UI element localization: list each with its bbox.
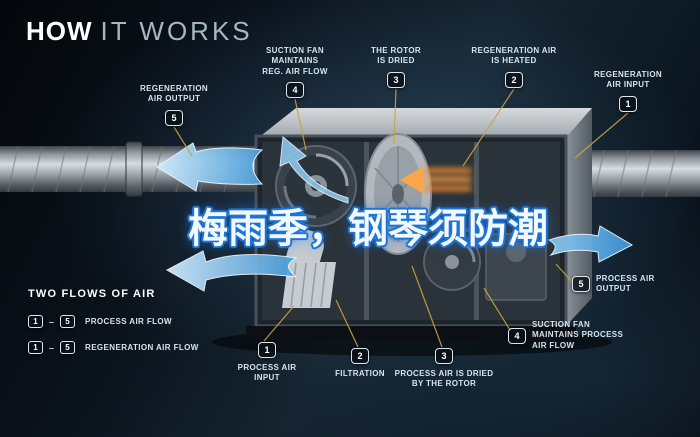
badge-number: 4 — [292, 85, 298, 96]
legend-badge-from: 1 — [28, 315, 43, 328]
callout-badge: 4 — [286, 82, 304, 99]
legend-dash: – — [49, 316, 55, 327]
legend-row-regeneration-air-flow: 1 – 5 REGENERATION AIR FLOW — [28, 341, 199, 354]
filter-panel — [282, 262, 336, 308]
callout-suction-fan-reg: SUCTION FAN MAINTAINS REG. AIR FLOW 4 — [240, 46, 350, 99]
callout-badge: 4 — [508, 327, 526, 344]
duct-flange — [125, 141, 143, 197]
watermark-text: 梅雨季，钢琴须防潮 — [188, 207, 548, 251]
badge-number: 5 — [171, 112, 177, 123]
callout-label: PROCESS AIR IS DRIED BY THE ROTOR — [394, 369, 494, 389]
callout-filtration: 2 FILTRATION — [318, 348, 402, 379]
legend-label: PROCESS AIR FLOW — [85, 317, 173, 326]
callout-label: REGENERATION AIR OUTPUT — [139, 84, 209, 104]
callout-badge: 1 — [619, 95, 637, 112]
callout-label: REGENERATION AIR INPUT — [593, 70, 663, 90]
legend-badge-from: 1 — [28, 341, 43, 354]
fan-swoosh-arrow — [279, 136, 349, 204]
callout-regeneration-air-heated: REGENERATION AIR IS HEATED 2 — [458, 46, 570, 88]
badge-number: 3 — [393, 74, 399, 85]
legend-badge-to: 5 — [60, 341, 76, 354]
process-input-arrow — [165, 250, 298, 292]
badge-number: 2 — [511, 74, 517, 85]
callout-regeneration-air-input: REGENERATION AIR INPUT 1 — [578, 70, 678, 112]
callout-badge: 2 — [351, 348, 369, 364]
heater-arrow — [400, 166, 424, 194]
heater — [400, 166, 472, 194]
badge-number: 3 — [441, 351, 447, 361]
cabinet-base — [246, 326, 576, 340]
badge-number: 1 — [625, 98, 631, 109]
legend-row-process-air-flow: 1 – 5 PROCESS AIR FLOW — [28, 315, 199, 328]
badge-number: 1 — [264, 345, 270, 355]
title-it-works: IT WORKS — [100, 16, 253, 46]
regen-output-arrow — [156, 142, 264, 192]
legend-title: TWO FLOWS OF AIR — [28, 288, 156, 300]
badge-number: 1 — [33, 343, 38, 352]
callout-badge: 5 — [165, 109, 183, 126]
legend-dash: – — [49, 342, 55, 353]
callout-process-air-dried: 3 PROCESS AIR IS DRIED BY THE ROTOR — [390, 348, 498, 390]
legend-label: REGENERATION AIR FLOW — [85, 343, 199, 352]
callout-process-air-output: 5 PROCESS AIR OUTPUT — [572, 274, 655, 295]
badge-number: 5 — [578, 279, 584, 290]
callout-label: FILTRATION — [335, 369, 385, 378]
legend-badge-to: 5 — [60, 315, 76, 328]
callout-badge: 3 — [387, 71, 405, 88]
callout-process-air-input: 1 PROCESS AIR INPUT — [222, 342, 312, 384]
legend-two-flows: TWO FLOWS OF AIR 1 – 5 PROCESS AIR FLOW … — [28, 288, 199, 367]
rotor — [364, 133, 432, 255]
process-fan-right — [423, 233, 547, 301]
callout-regeneration-air-output: REGENERATION AIR OUTPUT 5 — [122, 84, 226, 126]
connector-lines — [173, 88, 629, 348]
badge-number: 5 — [65, 317, 70, 326]
callout-badge: 3 — [435, 348, 453, 364]
callout-label: SUCTION FAN MAINTAINS REG. AIR FLOW — [262, 46, 328, 76]
callout-suction-fan-process: 4 SUCTION FAN MAINTAINS PROCESS AIR FLOW — [508, 320, 628, 351]
airflow-arrows — [156, 136, 634, 292]
callout-rotor-is-dried: THE ROTOR IS DRIED 3 — [350, 46, 442, 88]
callout-label: REGENERATION AIR IS HEATED — [471, 46, 557, 66]
badge-number: 2 — [357, 351, 363, 361]
callout-label: PROCESS AIR INPUT — [237, 363, 297, 383]
callout-badge: 2 — [505, 71, 523, 88]
callout-label: SUCTION FAN MAINTAINS PROCESS AIR FLOW — [532, 320, 624, 350]
badge-number: 1 — [33, 317, 38, 326]
callout-badge: 1 — [258, 342, 276, 358]
callout-label: THE ROTOR IS DRIED — [370, 46, 422, 66]
callout-label: PROCESS AIR OUTPUT — [596, 274, 655, 294]
badge-number: 4 — [514, 330, 520, 341]
badge-number: 5 — [65, 343, 70, 352]
title-how: HOW — [26, 16, 93, 46]
process-output-arrow — [547, 225, 634, 263]
callout-badge: 5 — [572, 276, 590, 293]
